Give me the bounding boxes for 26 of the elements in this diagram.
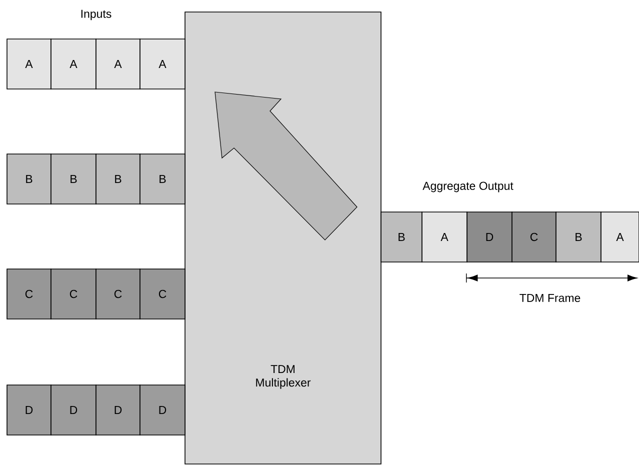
output-cell: D [466,212,512,262]
input-cell: D [6,384,52,436]
input-cell: C [6,268,52,320]
input-cell: C [50,268,96,320]
input-cell: C [140,268,186,320]
input-cell: B [140,154,186,204]
multiplexer-box: TDM Multiplexer [184,12,382,464]
input-cell: D [96,384,140,436]
input-cell: B [6,154,52,204]
output-cell: A [422,212,468,262]
output-cell: A [600,212,639,262]
input-cell: B [96,154,140,204]
output-cell: C [512,212,556,262]
text-label: Inputs [81,10,112,20]
input-cell: D [140,384,186,436]
input-cell: D [50,384,96,436]
output-cell: B [380,212,422,262]
input-cell: A [140,38,186,90]
input-cell: C [96,268,140,320]
output-cell: B [556,212,602,262]
input-cell: A [50,38,96,90]
text-label: Aggregate Output [422,182,514,192]
input-cell: A [6,38,52,90]
input-cell: A [96,38,140,90]
input-cell: B [50,154,96,204]
text-label: TDM Frame [520,294,580,302]
